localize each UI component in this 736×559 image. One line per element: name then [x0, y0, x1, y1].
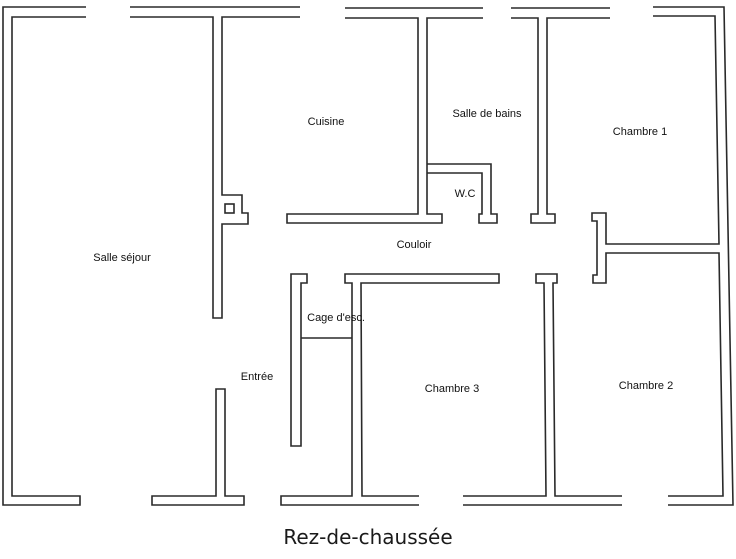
- room-label-chambre-3: Chambre 3: [424, 383, 480, 395]
- wall-chambre3-north: [280, 273, 500, 506]
- room-label-cuisine: Cuisine: [307, 116, 345, 128]
- wall-outer-top-left: [2, 6, 86, 506]
- wall-chambre3-chambre2: [463, 273, 622, 506]
- wall-bathroom-wc: [427, 163, 498, 224]
- wall-outer-top-center: [286, 7, 483, 224]
- wall-outer-top-right: [591, 6, 734, 506]
- chimney-box: [224, 203, 235, 214]
- plan-caption: Rez-de-chaussée: [283, 525, 453, 549]
- room-label-couloir: Couloir: [396, 239, 432, 251]
- wall-stair-cage: [290, 273, 308, 447]
- room-label-chambre-1: Chambre 1: [612, 126, 668, 138]
- room-label-salle-sejour: Salle séjour: [93, 252, 151, 264]
- room-label-salle-de-bains: Salle de bains: [452, 108, 522, 120]
- room-label-chambre-2: Chambre 2: [618, 380, 674, 392]
- wall-outer-top-center-left: [130, 6, 300, 319]
- wall-entree-sejour: [151, 388, 245, 506]
- room-label-entree: Entrée: [240, 371, 274, 383]
- room-label-wc: W.C: [454, 188, 476, 200]
- room-label-cage-escalier: Cage d'esc.: [307, 312, 365, 324]
- wall-outer-top-right-center: [511, 7, 610, 224]
